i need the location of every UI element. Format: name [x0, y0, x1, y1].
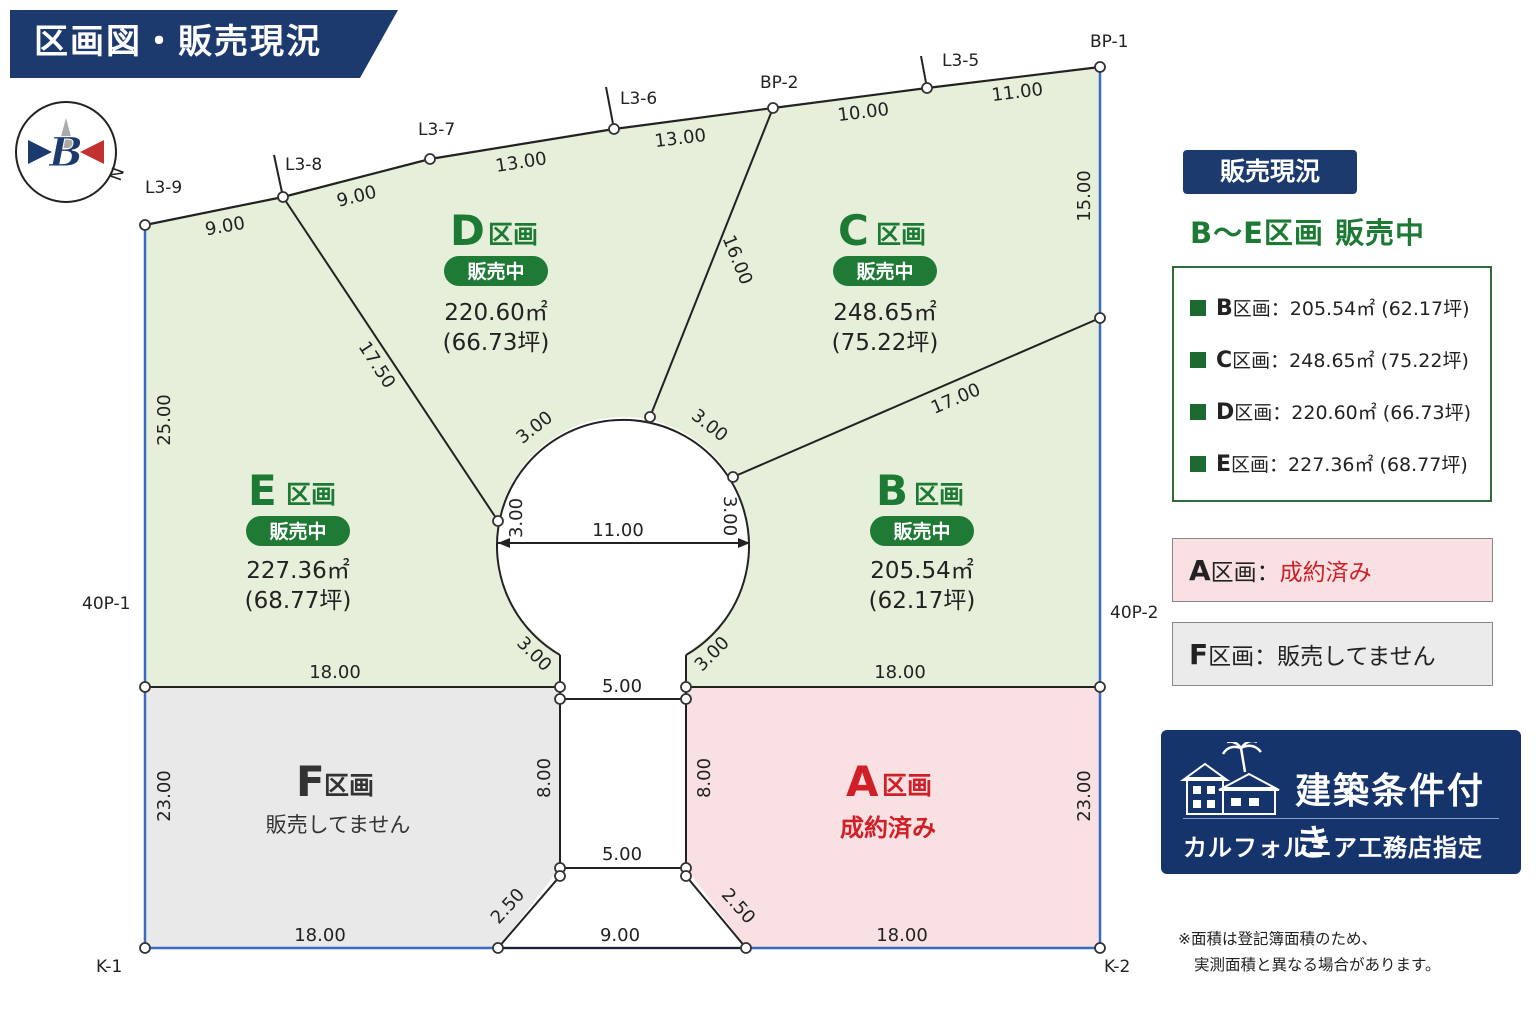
svg-text:販売中: 販売中 [893, 520, 950, 543]
legend-row-d: D区画：220.60㎡ (66.73坪) [1190, 398, 1471, 425]
legend-row-b: B区画：205.54㎡ (62.17坪) [1190, 294, 1470, 321]
header-banner [10, 10, 398, 78]
circle-outline [496, 418, 750, 656]
svg-text:販売してません: 販売してません [266, 813, 411, 837]
svg-text:D: D [450, 206, 485, 255]
svg-text:A: A [846, 757, 879, 806]
compass-letter: B [48, 129, 83, 176]
status-headline: B～E区画 販売中 [1190, 216, 1426, 250]
condition-title: 建築条件付き [1295, 771, 1486, 864]
dim-arc-mr: 3.00 [719, 496, 740, 536]
svg-text:区画: 区画 [324, 771, 374, 800]
point-l36: L3-6 [620, 89, 657, 109]
svg-text:(68.77坪): (68.77坪) [245, 588, 352, 614]
dim-f-bottom: 18.00 [294, 925, 346, 946]
dim-left-lower: 23.00 [154, 770, 175, 822]
legend-square-icon [1190, 300, 1206, 316]
legend-row-e: E区画：227.36㎡ (68.77坪) [1190, 450, 1468, 477]
line-d-e [282, 196, 499, 522]
condition-subtitle: カルフォルニア工務店指定 [1183, 834, 1483, 862]
svg-text:区画: 区画 [488, 220, 538, 249]
svg-text:248.65㎡: 248.65㎡ [833, 300, 936, 326]
svg-text:(75.22坪): (75.22坪) [832, 330, 939, 356]
dim-road-bottom: 9.00 [600, 925, 640, 946]
lot-a-label: A 区画 成約済み [840, 757, 936, 842]
line-c-b [732, 317, 1101, 478]
svg-text:成約済み: 成約済み [840, 814, 936, 842]
point-40p2: 40P-2 [1110, 603, 1158, 623]
svg-text:販売中: 販売中 [467, 260, 524, 283]
line-d-c [649, 107, 774, 418]
svg-text:区画: 区画 [286, 480, 336, 509]
footnote: ※面積は登記簿面積のため、 実測面積と異なる場合があります。 [1178, 930, 1441, 974]
site-plan: BP-1 BP-2 L3-5 L3-6 L3-7 L3-8 L3-9 40P-1… [82, 32, 1158, 977]
lot-e-area [145, 197, 560, 687]
dim-circle: 11.00 [592, 520, 644, 541]
page-title: 区画図・販売現況 [34, 22, 322, 62]
point-l37: L3-7 [418, 120, 455, 140]
svg-text:227.36㎡: 227.36㎡ [246, 558, 349, 584]
svg-text:B: B [876, 466, 908, 515]
condition-divider [1183, 818, 1499, 819]
svg-text:販売中: 販売中 [856, 260, 913, 283]
point-40p1: 40P-1 [82, 594, 130, 614]
point-bp1: BP-1 [1090, 32, 1129, 52]
lot-b-area [686, 318, 1100, 687]
lot-d-label: D 区画 販売中 220.60㎡ (66.73坪) [443, 206, 550, 356]
lot-e-label: E 区画 販売中 227.36㎡ (68.77坪) [245, 466, 352, 614]
point-l39: L3-9 [145, 178, 182, 198]
dim-e-bottom: 18.00 [309, 662, 361, 683]
dim-b-bottom: 18.00 [874, 662, 926, 683]
legend-square-icon [1190, 404, 1206, 420]
dim-right-upper: 15.00 [1074, 170, 1095, 222]
dim-road-left: 8.00 [534, 758, 555, 798]
lot-a-area [686, 687, 1100, 948]
svg-text:(62.17坪): (62.17坪) [869, 588, 976, 614]
dim-road-mid: 5.00 [602, 844, 642, 865]
svg-text:205.54㎡: 205.54㎡ [870, 558, 973, 584]
splay-left [497, 875, 561, 949]
svg-text:220.60㎡: 220.60㎡ [444, 300, 547, 326]
status-box-a: A区画：成約済み [1172, 538, 1493, 602]
dim-road-top: 5.00 [602, 676, 642, 697]
lot-c-label: C 区画 販売中 248.65㎡ (75.22坪) [832, 206, 939, 356]
svg-text:区画: 区画 [914, 480, 964, 509]
point-k1: K-1 [96, 957, 122, 977]
dim-left-upper: 25.00 [154, 394, 175, 446]
svg-text:F: F [296, 757, 325, 806]
status-box-f: F区画：販売してません [1172, 622, 1493, 686]
svg-text:E: E [248, 466, 277, 515]
lot-f-area [145, 687, 560, 948]
house-palm-icon [1179, 742, 1280, 815]
status-badge: 販売現況 [1183, 150, 1357, 194]
dim-a-bottom: 18.00 [876, 925, 928, 946]
splay-right [685, 875, 747, 949]
building-condition-banner: 建築条件付き カルフォルニア工務店指定 [1161, 730, 1521, 874]
legend-square-icon [1190, 352, 1206, 368]
svg-text:区画: 区画 [882, 771, 932, 800]
svg-text:区画: 区画 [876, 220, 926, 249]
compass-icon: B N [15, 101, 129, 203]
dim-right-lower: 23.00 [1074, 770, 1095, 822]
legend-box: B区画：205.54㎡ (62.17坪) C区画：248.65㎡ (75.22坪… [1172, 266, 1492, 502]
point-l38: L3-8 [285, 155, 322, 175]
dim-road-right: 8.00 [694, 758, 715, 798]
point-l35: L3-5 [942, 51, 979, 71]
point-k2: K-2 [1104, 957, 1130, 977]
legend-row-c: C区画：248.65㎡ (75.22坪) [1190, 346, 1469, 373]
lot-b-label: B 区画 販売中 205.54㎡ (62.17坪) [869, 466, 976, 614]
point-bp2: BP-2 [760, 73, 799, 93]
lot-f-label: F 区画 販売してません [266, 757, 411, 837]
dim-arc-ml: 3.00 [506, 498, 527, 538]
legend-square-icon [1190, 456, 1206, 472]
svg-text:(66.73坪): (66.73坪) [443, 330, 550, 356]
svg-text:販売中: 販売中 [269, 520, 326, 543]
lot-d-area [283, 108, 773, 521]
svg-text:C: C [838, 206, 869, 255]
